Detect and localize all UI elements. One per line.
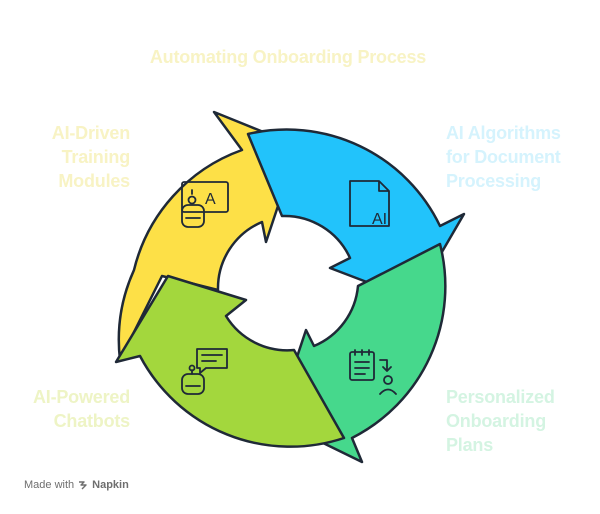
icon-text-ai: AI xyxy=(372,211,387,228)
napkin-logo-icon xyxy=(79,481,87,490)
segment-document xyxy=(246,128,466,302)
checklist-person-icon xyxy=(349,349,397,395)
napkin-watermark[interactable]: Made with Napkin xyxy=(24,479,129,491)
segment-chatbots xyxy=(114,274,346,448)
label-plans: Personalized Onboarding Plans xyxy=(446,387,555,455)
robot-assistant-icon xyxy=(181,181,229,228)
segment-training xyxy=(117,110,300,362)
label-document: AI Algorithms for Document Processing xyxy=(446,123,561,191)
label-training: AI-Driven Training Modules xyxy=(51,123,130,191)
icon-letter-a: A xyxy=(205,191,216,208)
watermark-prefix: Made with xyxy=(24,479,75,491)
watermark-brand: Napkin xyxy=(92,479,129,491)
diagram-title: Automating Onboarding Process xyxy=(149,47,427,67)
chatbot-icon xyxy=(181,348,228,395)
ai-document-icon xyxy=(349,180,390,227)
label-chatbots: AI-Powered Chatbots xyxy=(32,387,130,431)
